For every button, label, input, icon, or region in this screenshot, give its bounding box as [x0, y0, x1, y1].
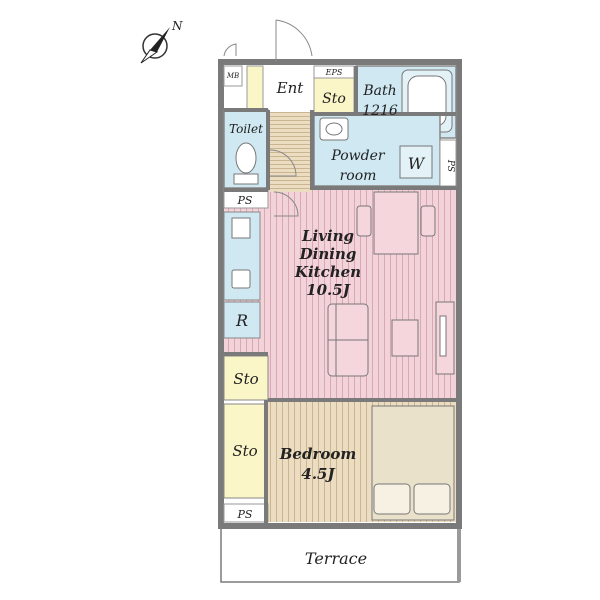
- dining-chair-left: [356, 205, 372, 237]
- pillow-right: [413, 483, 451, 515]
- dining-table: [373, 191, 419, 255]
- label-ps-right: PS: [445, 159, 455, 172]
- bed: [371, 405, 455, 521]
- label-bath-line1: Bath: [362, 83, 396, 99]
- refrigerator-space: [223, 301, 261, 339]
- label-storage-bedroom: Sto: [232, 442, 257, 460]
- label-bedroom-line1: Bedroom: [279, 445, 357, 463]
- toilet-tank: [233, 173, 259, 185]
- label-ps-top-left: PS: [237, 194, 253, 207]
- coffee-table: [391, 319, 419, 357]
- label-ps-bottom-left: PS: [237, 508, 253, 521]
- storage-mid: [223, 355, 269, 401]
- label-bedroom-line2: 4.5J: [301, 465, 335, 483]
- kitchen-sink: [231, 269, 251, 289]
- label-mb: MB: [226, 72, 239, 80]
- label-storage-entrance: Sto: [322, 91, 346, 107]
- label-storage-mid: Sto: [233, 370, 258, 388]
- mb-box: [223, 65, 243, 87]
- toilet-bowl: [235, 142, 257, 174]
- compass-ring: [142, 33, 168, 59]
- terrace-rail: [457, 526, 461, 582]
- label-entrance: Ent: [276, 79, 305, 97]
- storage-bedroom: [223, 403, 267, 499]
- label-ldk-line2: Dining: [299, 245, 357, 263]
- doors: [223, 19, 313, 217]
- compass-needle-south: [140, 49, 159, 64]
- label-powder-line1: Powder: [330, 148, 386, 164]
- compass-north-label: N: [171, 19, 183, 33]
- basin-bowl: [325, 122, 343, 136]
- sofa: [327, 303, 369, 377]
- label-ldk-line1: Living: [301, 227, 354, 245]
- label-bath-line2: 1216: [362, 103, 398, 119]
- label-eps: EPS: [325, 68, 343, 77]
- tv: [439, 315, 447, 357]
- terrace-area: [220, 525, 460, 583]
- shoe-cabinet: [246, 65, 264, 111]
- pillow-left: [373, 483, 411, 515]
- stove: [231, 217, 251, 239]
- label-refrigerator: R: [235, 311, 248, 330]
- label-ldk-line4: 10.5J: [306, 281, 351, 299]
- compass: N: [140, 19, 183, 64]
- label-toilet: Toilet: [229, 122, 263, 136]
- compass-needle-north: [150, 27, 170, 52]
- label-ldk-line3: Kitchen: [294, 263, 361, 281]
- washer-space: [399, 145, 433, 179]
- dining-chair-right: [420, 205, 436, 237]
- dining-set: [356, 191, 436, 255]
- label-washer: W: [408, 154, 426, 173]
- label-terrace: Terrace: [305, 549, 367, 568]
- label-powder-line2: room: [340, 168, 377, 184]
- interior-walls: [224, 66, 456, 524]
- hall-floor: [270, 112, 312, 192]
